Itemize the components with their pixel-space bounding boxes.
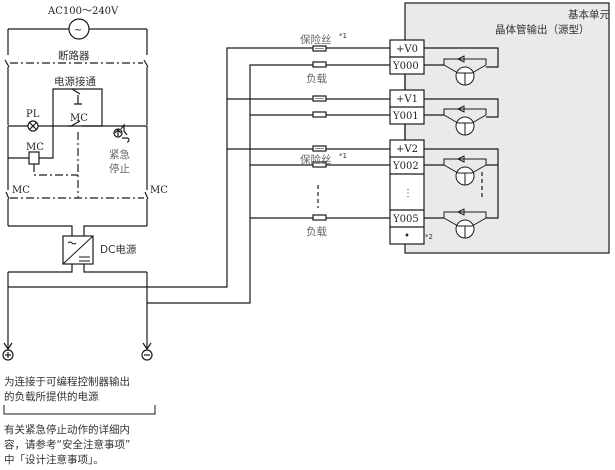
load-y002 [312, 161, 327, 168]
terminal-blank: • [404, 231, 410, 242]
ac-symbol: ~ [74, 25, 82, 36]
terminal-v2: +V2 [396, 144, 418, 155]
mc-coil-label: MC [26, 142, 44, 153]
mc-contact-label: MC [70, 113, 88, 124]
terminal-v1: +V1 [396, 94, 418, 105]
load-y001 [312, 111, 327, 118]
plus-arrow [3, 342, 13, 351]
fuse-label-1: 保险丝 [300, 33, 332, 46]
power-note: 为连接于可编程控制器输出 的负载所提供的电源 [4, 376, 130, 403]
power-on-label: 电源接通 [54, 75, 96, 88]
breaker-label: 断路器 [58, 49, 90, 62]
load-label-1: 负载 [306, 72, 327, 85]
terminal-y001: Y001 [392, 111, 419, 122]
ac-source-symbol [68, 18, 90, 40]
terminal-ellipsis: ⋮ [403, 188, 413, 199]
mc-main-contact-right [144, 191, 149, 226]
mc-coil-link [33, 132, 79, 198]
mc-main-contact-left [5, 191, 10, 226]
unit-title-1: 基本单元 [568, 8, 610, 21]
transistor-y002 [443, 155, 487, 186]
dc-supply-label: DC电源 [100, 243, 137, 256]
power-on-pushbutton [71, 88, 82, 105]
breaker-left [4, 59, 10, 125]
unit-title-2: 晶体管输出（源型） [495, 23, 590, 36]
emergency-stop-label-2: 停止 [109, 162, 130, 175]
minus-rail [146, 64, 390, 348]
estop-note: 有关紧急停止动作的详细内 容，请参考“安全注意事项” 中「设计注意事项」。 [4, 424, 131, 466]
note-bracket [3, 405, 156, 415]
terminal-note: *2 [425, 233, 433, 241]
transistor-y001 [443, 105, 487, 136]
fuse-note-2: *1 [339, 152, 347, 160]
load-y000 [312, 61, 327, 68]
terminal-y002: Y002 [392, 161, 419, 172]
terminal-y000: Y000 [392, 61, 419, 72]
mc-right-label: MC [150, 185, 168, 196]
breaker-right [143, 59, 149, 125]
supply-label: AC100～240V [47, 6, 119, 17]
mc-coil-wire [8, 126, 54, 159]
ac-supply-wire [7, 28, 148, 55]
emergency-stop-label-1: 紧急 [109, 148, 130, 161]
pilot-lamp-label: PL [26, 109, 40, 120]
base-unit-box [404, 2, 610, 254]
terminal-y005: Y005 [392, 214, 419, 225]
output-transistors [443, 55, 487, 239]
minus-arrow [142, 342, 152, 351]
fuse-label-2: 保险丝 [300, 153, 332, 166]
fuse-note-1: *1 [339, 32, 347, 40]
transistor-y000 [443, 55, 487, 86]
transistor-y005 [443, 208, 487, 239]
load-label-2: 负载 [306, 225, 327, 238]
load-y005 [312, 214, 327, 221]
power-on-button-wire [52, 88, 103, 126]
terminal-v0: +V0 [396, 44, 418, 55]
mc-coil [28, 151, 40, 165]
plus-rail [7, 47, 390, 348]
mc-contact [68, 120, 102, 127]
mc-left-label: MC [12, 185, 30, 196]
